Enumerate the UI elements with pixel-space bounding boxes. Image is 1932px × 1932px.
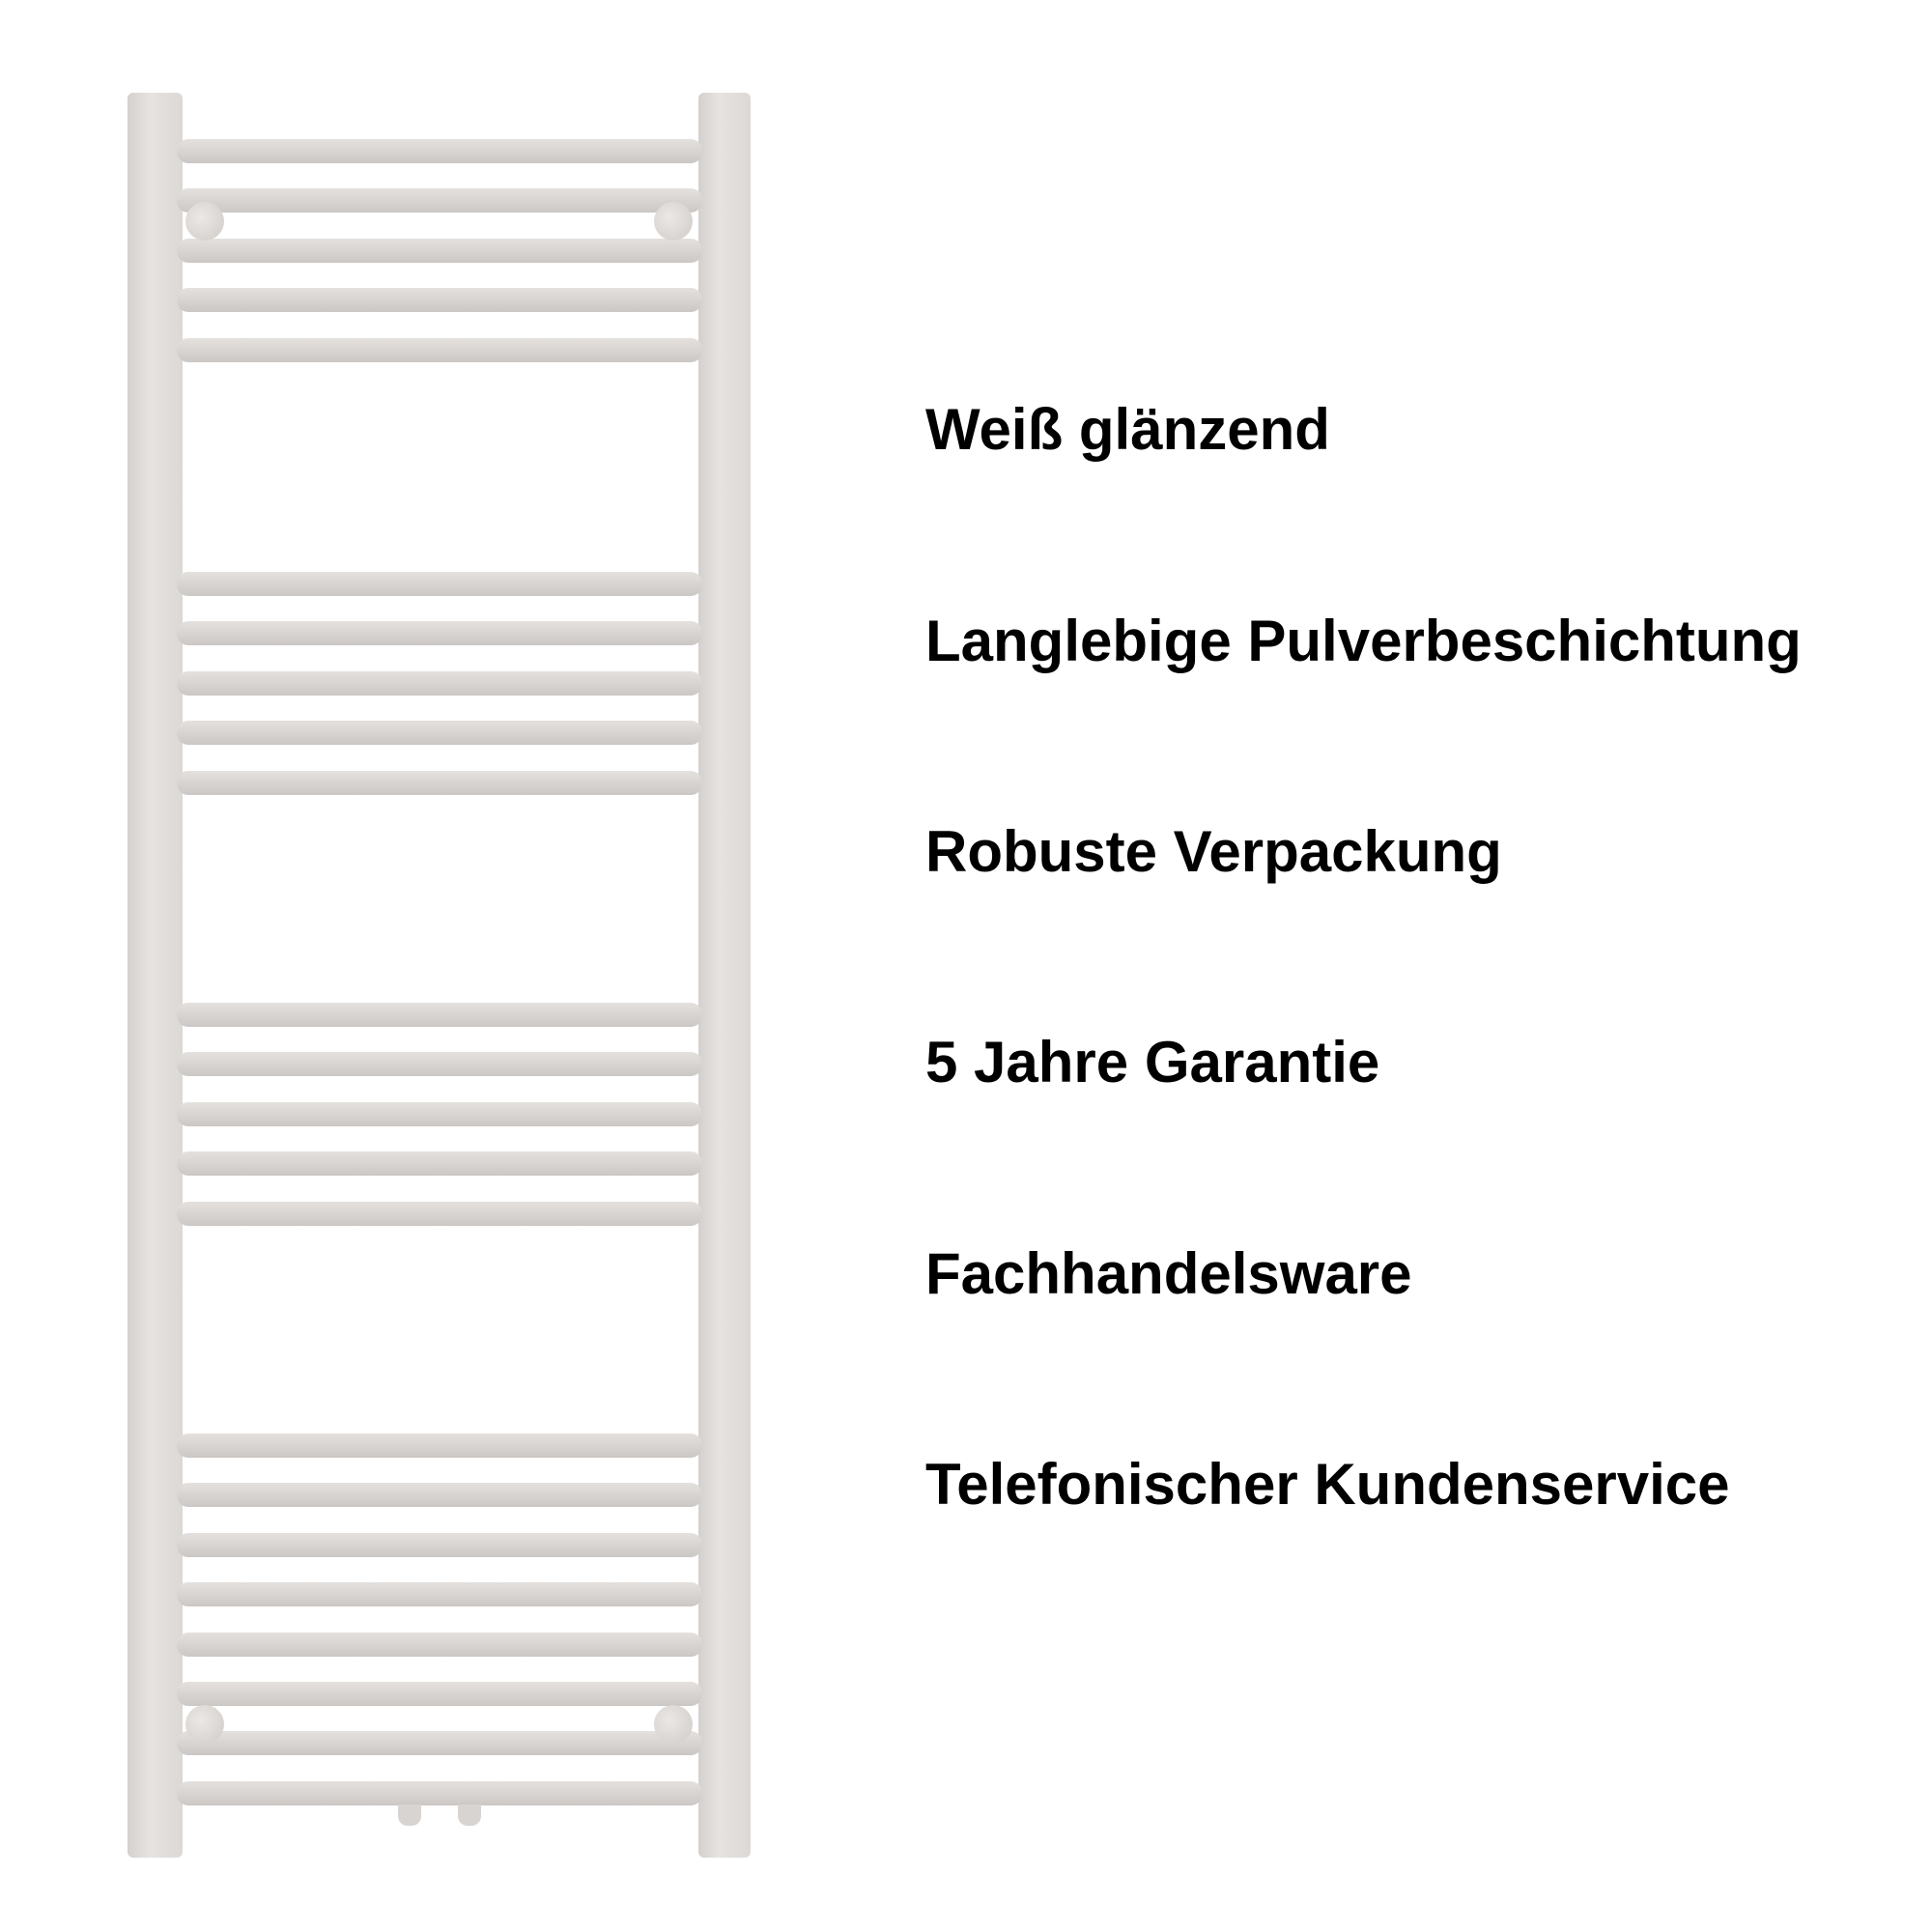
feature-text: Telefonischer Kundenservice	[925, 1452, 1730, 1517]
radiator-bar	[177, 721, 702, 746]
radiator-bar	[177, 1151, 702, 1177]
radiator-bar	[177, 1731, 702, 1756]
radiator-bar	[177, 1052, 702, 1077]
radiator-bar	[177, 1780, 702, 1805]
valve-connector	[458, 1804, 481, 1826]
radiator-bar	[177, 670, 702, 696]
radiator-bar	[177, 572, 702, 596]
feature-text: Langlebige Pulverbeschichtung	[925, 609, 1802, 673]
radiator-bar	[177, 1682, 702, 1706]
radiator-bar	[177, 1003, 702, 1027]
radiator-bar	[177, 139, 702, 163]
radiator-bar	[177, 1582, 702, 1607]
wall-bracket	[185, 1705, 224, 1744]
radiator-bar	[177, 1483, 702, 1508]
radiator-bar	[177, 288, 702, 313]
radiator-bar	[177, 1101, 702, 1126]
feature-text: Weiß glänzend	[925, 397, 1330, 462]
wall-bracket	[654, 202, 693, 241]
radiator-bar	[177, 238, 702, 263]
left-rail	[128, 93, 183, 1858]
radiator-bar	[177, 188, 702, 213]
wall-bracket	[185, 202, 224, 241]
radiator-bar	[177, 1532, 702, 1557]
feature-text: Robuste Verpackung	[925, 819, 1502, 884]
right-rail	[698, 93, 751, 1858]
radiator-bar	[177, 770, 702, 795]
radiator-bar	[177, 621, 702, 646]
radiator-bar	[177, 1434, 702, 1458]
feature-text: Fachhandelsware	[925, 1241, 1412, 1306]
radiator-bar	[177, 337, 702, 362]
radiator-bar	[177, 1201, 702, 1226]
radiator-bar	[177, 1632, 702, 1657]
feature-text: 5 Jahre Garantie	[925, 1030, 1380, 1094]
valve-connector	[398, 1804, 421, 1826]
wall-bracket	[654, 1705, 693, 1744]
